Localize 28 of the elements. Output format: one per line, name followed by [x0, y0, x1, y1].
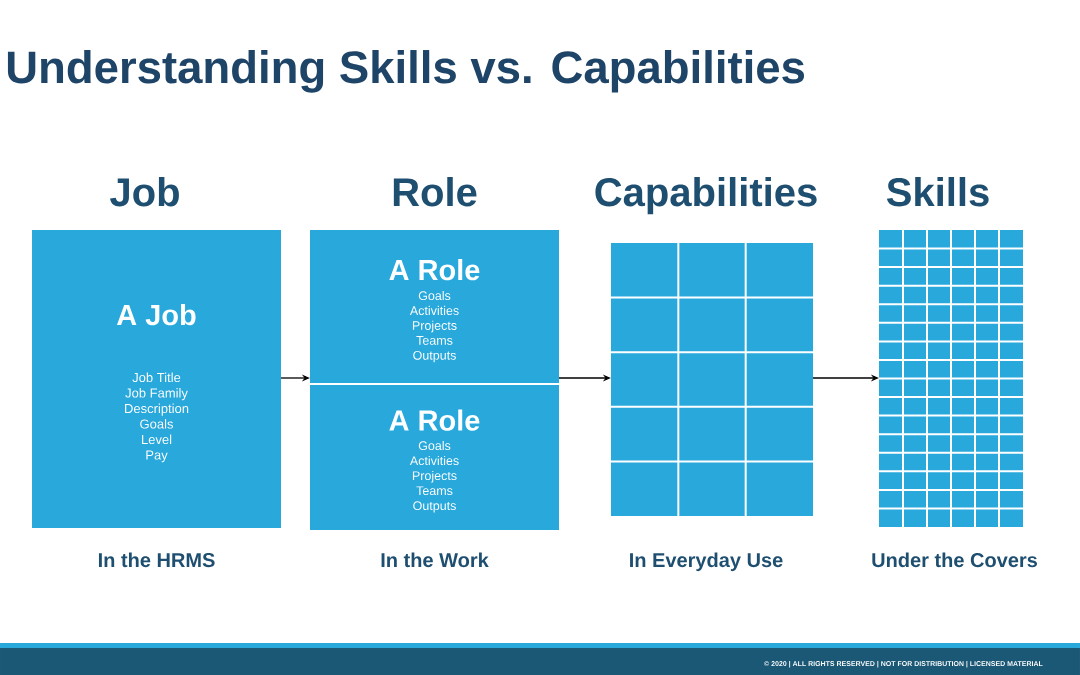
box-title: A Job [116, 304, 196, 326]
list-item: Activities [409, 455, 459, 466]
box-title: A Role [389, 259, 480, 281]
list-item: Goals [418, 290, 451, 301]
list-item: Activities [409, 305, 459, 315]
list-item: Description [125, 403, 189, 416]
column-caption: In the HRMS [98, 552, 215, 568]
list-item: Job Family [125, 388, 188, 401]
list-item: Goals [418, 440, 451, 451]
list-item: Projects [412, 470, 457, 483]
slide-title: Understanding Skills vs. Capabilities [7, 50, 805, 93]
list-item: Outputs [413, 501, 456, 513]
list-item: Projects [412, 320, 457, 333]
column-caption: In the Work [381, 552, 489, 568]
list-item: Level [142, 434, 172, 445]
column-heading: Skills [886, 177, 989, 207]
column-heading: Role [393, 177, 477, 207]
column-caption: Under the Covers [872, 552, 1037, 568]
list-item: Pay [146, 450, 168, 463]
list-item: Outputs [413, 350, 456, 363]
column-heading: Job [110, 177, 179, 207]
list-item: Goals [140, 419, 173, 429]
list-item: Teams [416, 486, 453, 496]
list-item: Job Title [132, 372, 181, 383]
list-item: Teams [416, 336, 453, 345]
column-caption: In Everyday Use [630, 552, 783, 572]
column-heading: Capabilities [595, 177, 817, 215]
box-title: A Role [389, 409, 480, 431]
